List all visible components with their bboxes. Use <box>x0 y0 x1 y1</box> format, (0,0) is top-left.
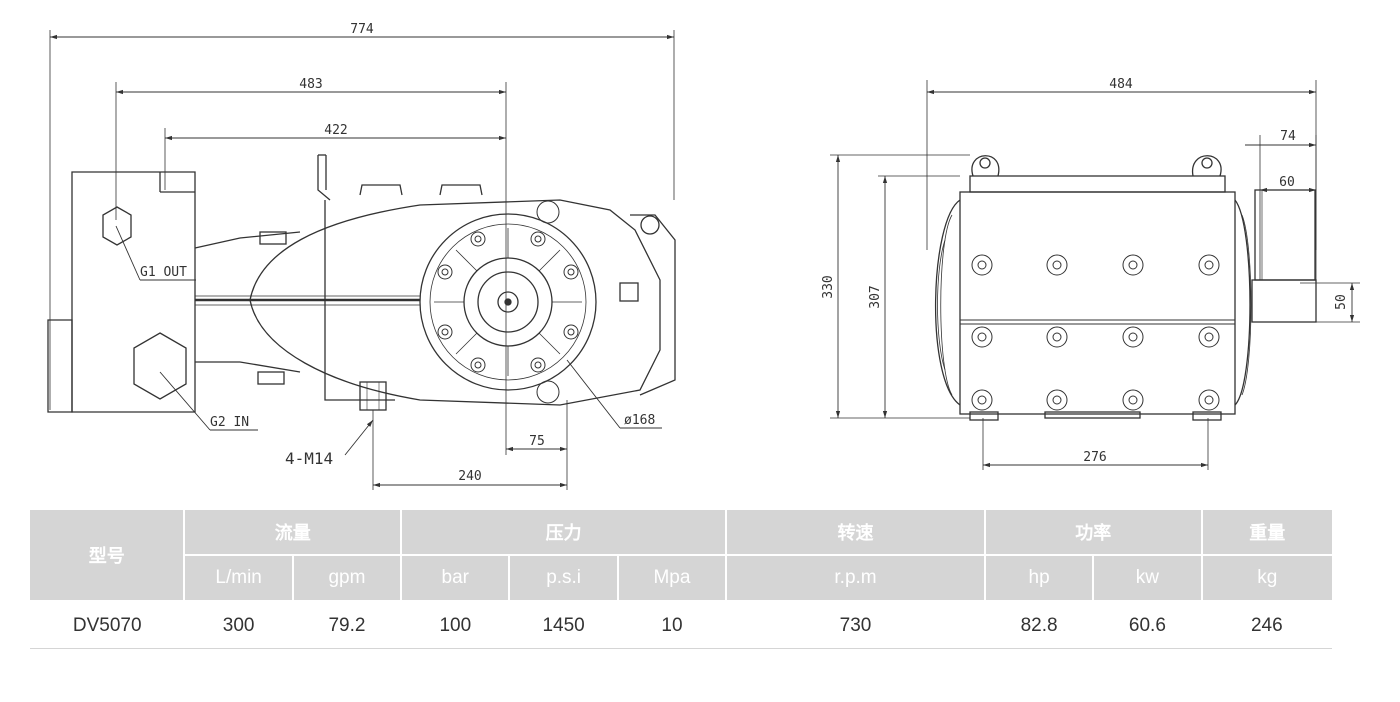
unit-kg: kg <box>1201 555 1332 602</box>
dim-overall-length: 774 <box>350 22 374 37</box>
dim-foot-spacing: 276 <box>1083 450 1106 465</box>
cell-pressure-mpa: 10 <box>617 601 727 649</box>
cell-speed-rpm: 730 <box>726 601 985 649</box>
unit-kw: kw <box>1093 555 1203 602</box>
header-speed: 转速 <box>726 510 986 556</box>
callout-outlet: G1 OUT <box>140 265 187 280</box>
side-view <box>47 30 676 490</box>
dim-shaft-extension: 74 <box>1280 129 1296 144</box>
cell-flow-gpm: 79.2 <box>292 601 402 649</box>
unit-gpm: gpm <box>292 555 403 602</box>
cell-power-kw: 60.6 <box>1093 601 1202 649</box>
header-weight: 重量 <box>1201 510 1332 556</box>
dim-body-height: 307 <box>868 285 883 308</box>
dim-shaft-diameter: 50 <box>1334 294 1349 310</box>
header-power: 功率 <box>984 510 1203 556</box>
dim-end-width: 484 <box>1109 77 1133 92</box>
table-header-row: 型号 流量 压力 转速 功率 重量 <box>30 510 1332 602</box>
callout-bolts: 4-M14 <box>285 449 333 468</box>
dim-240: 240 <box>458 469 481 484</box>
spec-table: 型号 流量 压力 转速 功率 重量 L/min gpm bar p.s.i Mp… <box>30 510 1332 649</box>
table-unit-row: L/min gpm bar p.s.i Mpa r.p.m hp kw kg <box>30 555 1332 602</box>
dim-422: 422 <box>324 123 347 138</box>
header-model: 型号 <box>30 510 186 602</box>
dim-total-height: 330 <box>821 275 836 298</box>
cell-model: DV5070 <box>30 601 185 649</box>
technical-drawing: 774 483 422 240 75 ø168 G1 OUT G2 IN 4-M… <box>47 22 1360 490</box>
dim-flange-diameter: ø168 <box>624 413 655 428</box>
header-pressure: 压力 <box>401 510 728 556</box>
cell-pressure-bar: 100 <box>401 601 510 649</box>
dim-75: 75 <box>529 434 545 449</box>
end-view <box>830 80 1360 470</box>
callout-inlet: G2 IN <box>210 415 249 430</box>
cell-flow-lmin: 300 <box>184 601 293 649</box>
cell-pressure-psi: 1450 <box>509 601 618 649</box>
table-row: DV5070 300 79.2 100 1450 10 730 82.8 60.… <box>30 601 1332 649</box>
cell-power-hp: 82.8 <box>984 601 1094 649</box>
unit-psi: p.s.i <box>509 555 619 602</box>
unit-bar: bar <box>401 555 511 602</box>
unit-rpm: r.p.m <box>726 555 986 602</box>
dim-483: 483 <box>299 77 322 92</box>
unit-mpa: Mpa <box>617 555 728 602</box>
unit-lmin: L/min <box>184 555 294 602</box>
unit-hp: hp <box>984 555 1095 602</box>
header-flow: 流量 <box>184 510 403 556</box>
cell-weight-kg: 246 <box>1201 601 1332 649</box>
dim-shaft-length: 60 <box>1279 175 1295 190</box>
